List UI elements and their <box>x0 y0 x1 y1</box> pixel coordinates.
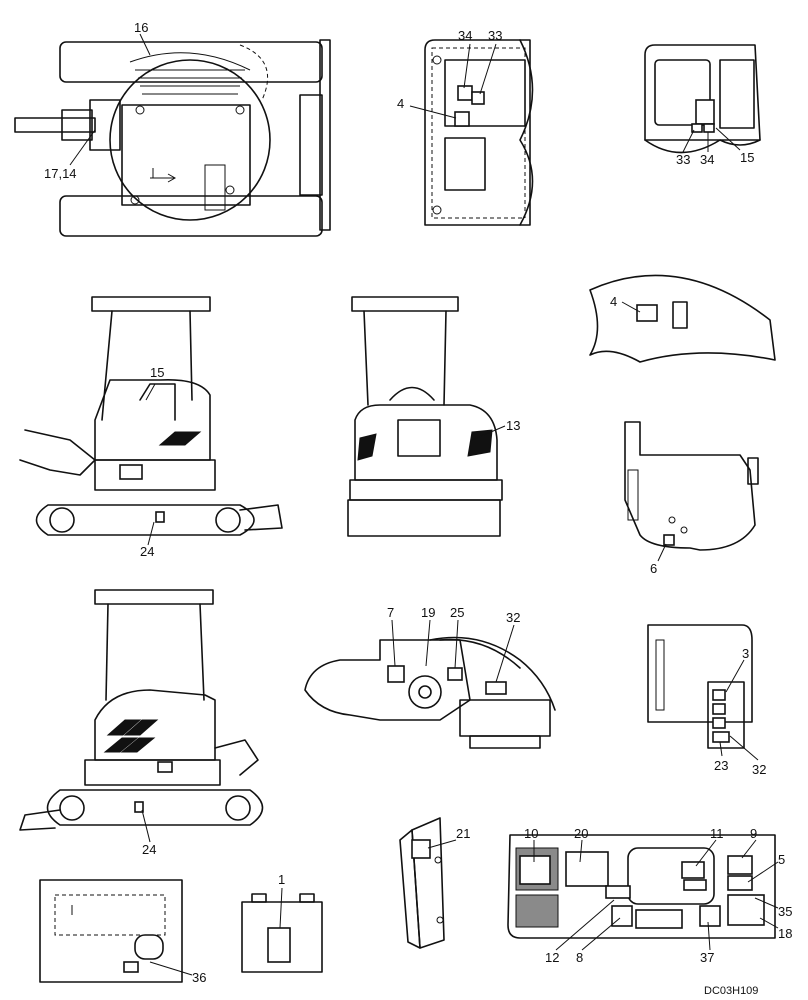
battery-box-view <box>39 879 193 983</box>
label-13: 13 <box>506 418 520 433</box>
label-1: 1 <box>278 872 285 887</box>
label-4-roof: 4 <box>610 294 617 309</box>
label-35: 35 <box>778 904 792 919</box>
label-36: 36 <box>192 970 206 985</box>
label-8: 8 <box>576 950 583 965</box>
engine-compartment-view <box>304 619 556 749</box>
machine-rear-left-view <box>19 589 264 843</box>
battery-view <box>241 887 323 973</box>
top-view-machine <box>14 33 331 237</box>
roof-detail-view <box>589 274 776 363</box>
label-3: 3 <box>742 646 749 661</box>
label-5: 5 <box>778 852 785 867</box>
label-37: 37 <box>700 950 714 965</box>
machine-rear-view <box>347 296 506 537</box>
label-32-panel: 32 <box>752 762 766 777</box>
label-16: 16 <box>134 20 148 35</box>
label-33-rear: 33 <box>676 152 690 167</box>
label-33-top: 33 <box>488 28 502 43</box>
label-21: 21 <box>456 826 470 841</box>
cab-panel-view <box>409 39 534 226</box>
label-18: 18 <box>778 926 792 941</box>
label-10: 10 <box>524 826 538 841</box>
cab-rear-view <box>644 44 761 154</box>
decal-board-view <box>507 834 779 951</box>
label-34-rear: 34 <box>700 152 714 167</box>
label-17-14: 17,14 <box>44 166 77 181</box>
radiator-view <box>399 817 457 949</box>
figure-reference: DC03H109 <box>704 985 758 997</box>
label-4-panel: 4 <box>397 96 404 111</box>
machine-side-view <box>19 296 283 546</box>
label-32-engine: 32 <box>506 610 520 625</box>
label-24-rear: 24 <box>142 842 156 857</box>
label-19: 19 <box>421 605 435 620</box>
label-23: 23 <box>714 758 728 773</box>
label-24-side: 24 <box>140 544 154 559</box>
side-cover-view <box>624 421 759 562</box>
label-15-rear: 15 <box>740 150 754 165</box>
label-11: 11 <box>710 826 724 841</box>
part-number-labels: 16 17,14 34 33 4 33 34 15 15 13 4 24 6 7… <box>44 20 792 997</box>
label-34-top: 34 <box>458 28 472 43</box>
label-9: 9 <box>750 826 757 841</box>
label-7: 7 <box>387 605 394 620</box>
label-25: 25 <box>450 605 464 620</box>
label-15-side: 15 <box>150 365 164 380</box>
label-6: 6 <box>650 561 657 576</box>
label-20: 20 <box>574 826 588 841</box>
label-12: 12 <box>545 950 559 965</box>
side-panel-view <box>647 624 759 761</box>
